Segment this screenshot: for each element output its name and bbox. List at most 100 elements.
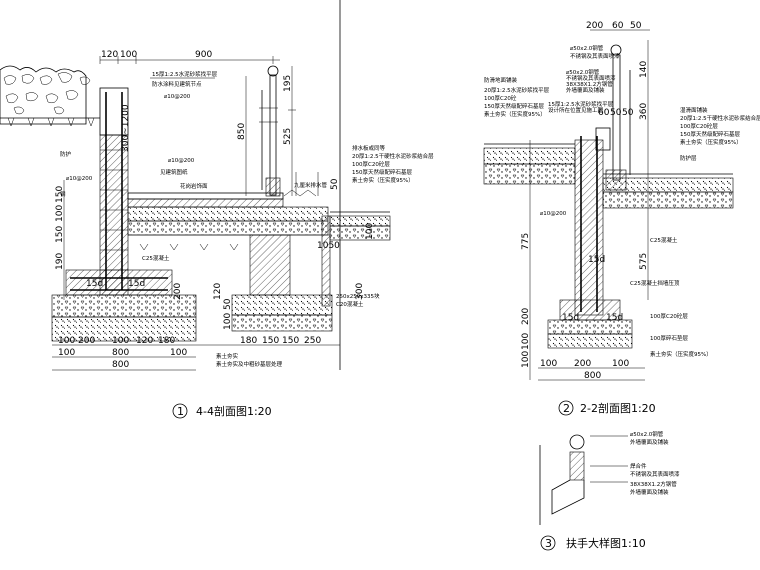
s2-handrail	[610, 44, 622, 56]
s2-dim-right-0: 140	[639, 61, 649, 78]
note-fill: 素土夯实	[216, 352, 239, 360]
paving-gravel	[127, 220, 329, 236]
note-ground-a: 防护	[60, 150, 72, 158]
dim-left-c: 100	[55, 205, 65, 222]
section-2-number-circle	[558, 400, 574, 416]
s2-15d: 15d	[588, 255, 605, 265]
s2-note-left-2: 100厚C20砼	[484, 94, 517, 102]
s2-mid-1: 50	[610, 108, 622, 118]
dim-bottom-total: 800	[112, 360, 129, 370]
section-1-number-circle	[172, 403, 188, 419]
s2-note-top-1: 不锈钢及其表面喷漆	[570, 52, 620, 60]
paving-top	[127, 192, 284, 200]
dim-left-e: 120	[213, 283, 223, 300]
s2-wall	[574, 139, 604, 316]
label-c25: C25混凝土	[142, 254, 170, 262]
s3-note-1: 外墙覆面及铺装	[630, 438, 669, 446]
paving-concrete	[127, 206, 329, 222]
s2-dim-total: 800	[584, 371, 601, 381]
dim-bottom-5: 180	[158, 336, 175, 346]
rebar-a: ⌀10@200	[164, 94, 191, 100]
drain-slab	[329, 215, 391, 227]
dim-bottom-2: 200	[78, 336, 95, 346]
s3-note-3: 不锈钢及其表面喷漆	[630, 470, 680, 478]
rock-stones	[3, 72, 91, 115]
dim-300: 300	[355, 283, 365, 300]
rebar-b: ⌀10@200	[168, 158, 195, 164]
section-2-title: 2-2剖面图1:20	[580, 401, 656, 415]
s2-right-gravel	[602, 191, 734, 209]
s2-note-top-5: 外墙覆面及铺装	[566, 86, 605, 94]
top-dim: 120 100 900	[99, 50, 280, 64]
s2-dims: 200 60 50 140 360 575 60 50 50 775 200 1…	[521, 21, 650, 381]
s2-dim-right-4: 575	[639, 253, 649, 270]
footing-sub	[51, 316, 197, 342]
note-floor: 花岗岩饰面	[180, 182, 208, 190]
dim-left-b: 150	[55, 226, 65, 243]
s2-dim-top-2: 50	[630, 21, 642, 31]
mark-15d-a: 15d	[86, 279, 103, 289]
dim-50: 50	[330, 178, 340, 190]
dim-bottom-8: 150	[282, 336, 299, 346]
section-2-number: 2	[563, 402, 570, 415]
strip-footing	[249, 234, 291, 296]
s2-left-paving	[483, 147, 576, 165]
drain-gravel	[329, 225, 391, 241]
dim-top-b: 100	[120, 50, 137, 60]
note-drain: 九厘米排水管	[294, 181, 328, 189]
note-edge: 见建筑图纸	[160, 168, 188, 176]
section-3-title: 扶手大样图1:10	[566, 536, 646, 550]
dim-200: 200	[173, 283, 183, 300]
dim-right-c: 850	[237, 123, 247, 140]
note-right-0: 排水板或同等	[352, 144, 386, 152]
strip-base	[231, 294, 333, 316]
label-c20: C20混凝土	[336, 300, 364, 308]
s2-note-right-4: 素土夯实（压实度95%）	[680, 138, 742, 146]
note-base: 素土夯实及中粗砂基层处理	[216, 360, 283, 368]
s2-note-left-3: 150厚天然级配碎石基层	[484, 102, 544, 110]
s3-note-4: 38X38X1.2方钢管	[630, 480, 677, 488]
rock-fill	[0, 65, 87, 125]
s2-label-fill: 素土夯实（压实度95%）	[650, 350, 712, 358]
dim-left-d: 150	[55, 186, 65, 203]
s2-dim-left-2: 100	[521, 333, 531, 350]
note-top-0: 15厚1:2.5水泥砂浆找平层	[152, 70, 218, 78]
dim-100: 100	[365, 223, 375, 240]
paving-mortar	[127, 198, 284, 208]
note-right-4: 素土夯实（压实度95%）	[352, 176, 414, 184]
dim-1050: 1050	[317, 241, 340, 251]
wall-cap	[99, 87, 129, 136]
s2-label-base: 100厚碎石垫层	[650, 334, 688, 342]
s2-sub	[547, 333, 633, 349]
s2-note-left-0: 防滑地面铺装	[484, 76, 518, 84]
s2-note-right-3: 150厚天然级配碎石基层	[680, 130, 740, 138]
s2-note-ground: 防护层	[680, 154, 697, 162]
s2-label-c25: C25混凝土	[650, 236, 678, 244]
s2-15d-b: 15d	[606, 313, 623, 323]
rebar-c: ⌀10@200	[66, 176, 93, 182]
section-3-number: 3	[545, 537, 552, 550]
s3-note-5: 外墙覆面及铺装	[630, 488, 669, 496]
s2-dim-left-0: 775	[521, 233, 531, 250]
section-3-drawing: ⌀50x2.0钢管 外墙覆面及铺装 焊合件 不锈钢及其表面喷漆 38X38X1.…	[539, 430, 680, 551]
soil-line	[128, 234, 330, 251]
strip-sub	[231, 314, 333, 332]
dim-bottom-6: 180	[240, 336, 257, 346]
section-1-number: 1	[177, 405, 184, 418]
drain-wall	[321, 215, 331, 307]
s2-note-top-2: ⌀50x2.0钢管	[566, 68, 600, 76]
s2-note-right-2: 100厚C20砼层	[680, 122, 718, 130]
note-right-2: 100厚C20砼层	[352, 160, 390, 168]
handrail-section	[267, 65, 279, 77]
s2-note-top-0: ⌀50x2.0钢管	[570, 44, 604, 52]
label-precast: 250x250x335块	[336, 292, 380, 300]
s2-dim-bottom-1: 200	[574, 359, 591, 369]
s2-dim-bottom-2: 100	[612, 359, 629, 369]
s2-dim-left-1: 200	[521, 308, 531, 325]
dim-bottom-1: 100	[58, 336, 75, 346]
s2-note-top-6: 15厚1:2.5水泥砂浆找平层	[548, 100, 614, 108]
s3-handrail	[569, 434, 585, 450]
section-2-drawing: 200 60 50 140 360 575 60 50 50 775 200 1…	[483, 21, 760, 416]
s2-note-top-3: 不锈钢及其表面喷漆	[566, 74, 616, 82]
